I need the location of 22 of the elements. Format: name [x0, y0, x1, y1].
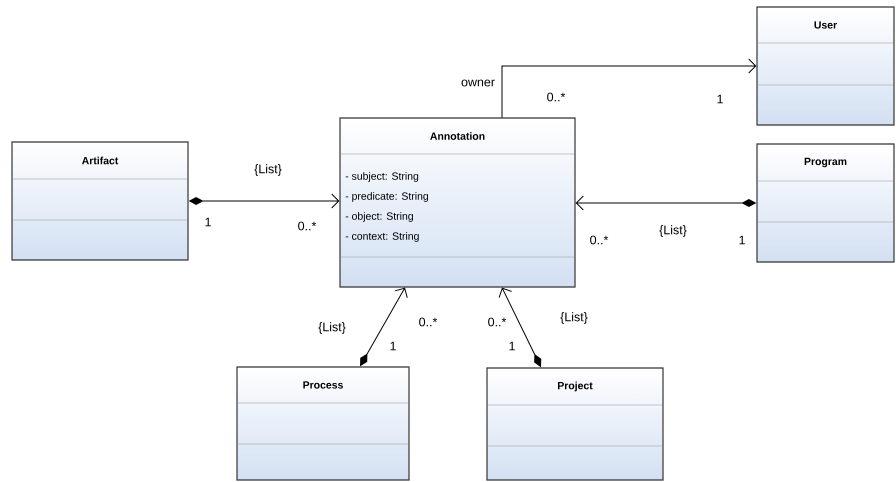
multiplicity: 0..*: [547, 92, 566, 102]
multiplicity: 1: [390, 342, 396, 350]
edge-label: {List}: [658, 224, 688, 238]
multiplicity: 0..*: [419, 318, 438, 326]
edge-label: {List}: [253, 163, 283, 177]
edge-label: {List}: [317, 321, 347, 335]
multiplicity: 1: [740, 236, 745, 244]
edge-label: {List}: [559, 311, 589, 325]
multiplicity: 0..*: [488, 318, 506, 326]
multiplicity: 1: [510, 342, 515, 350]
multiplicity: 0..*: [590, 236, 608, 244]
class-box: Annotation - subject: String - predicate: String - object: String - context: String: [339, 117, 576, 288]
class-box: Artifact: [11, 141, 189, 261]
multiplicity: 1: [206, 218, 211, 226]
association-arrow: [502, 58, 756, 118]
class-box: User: [756, 6, 895, 126]
multiplicity: 1: [718, 94, 723, 104]
class-box: Project: [486, 367, 664, 481]
class-box: Program: [756, 143, 895, 263]
class-box: Process: [236, 366, 410, 481]
multiplicity: 0..*: [298, 222, 316, 230]
edge-label: owner: [460, 78, 496, 88]
